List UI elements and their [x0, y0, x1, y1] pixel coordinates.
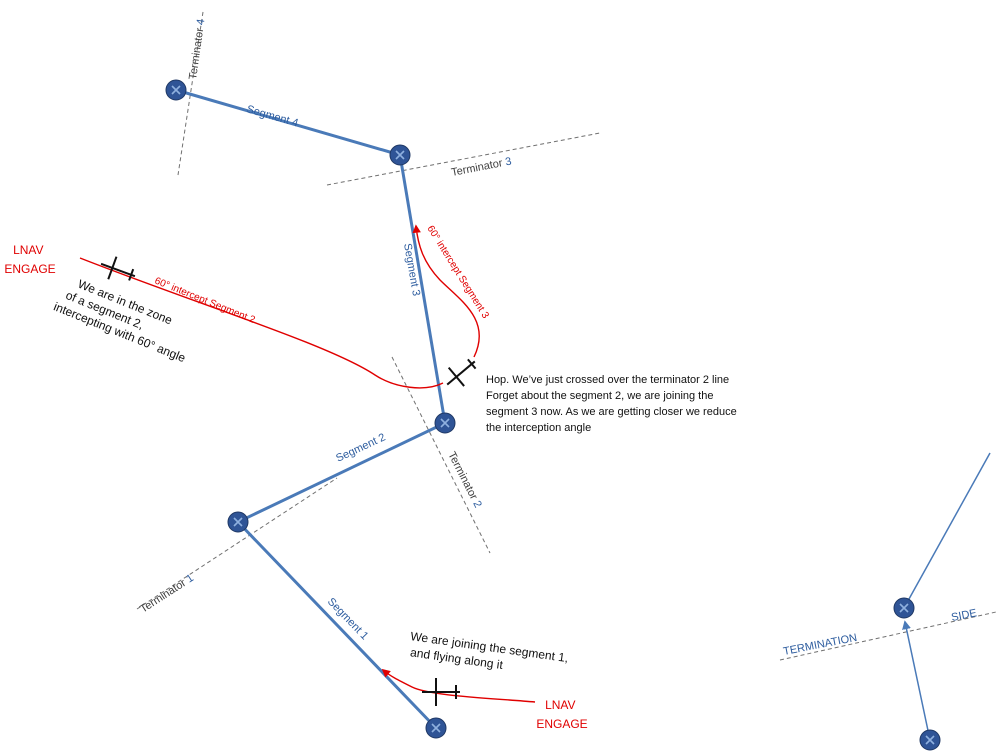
inset-leg-line	[903, 452, 991, 609]
inset-waypoint-bottom	[919, 729, 941, 751]
segment-3-line	[398, 153, 447, 425]
inset-termination-label: TERMINATION	[782, 632, 858, 658]
terminator-3-line	[326, 132, 601, 186]
flight-plan-path	[174, 88, 447, 730]
segment-4-label: Segment 4	[245, 103, 299, 129]
lnav-engage-bottom: LNAV ENGAGE	[536, 698, 587, 731]
terminator-2-label: Terminator 2	[445, 450, 483, 510]
terminator-lines	[136, 11, 996, 661]
join-note: We are joining the segment 1, and flying…	[407, 629, 572, 681]
segment-1-line	[236, 520, 438, 730]
lnav-engage-top: LNAV ENGAGE	[4, 243, 55, 276]
terminator-4-label: Terminator 4	[187, 18, 207, 80]
waypoint-1	[165, 79, 187, 101]
segment-4-line	[174, 88, 402, 157]
terminator-1-line	[136, 477, 338, 610]
intercept-seg3-path	[412, 224, 480, 358]
terminator-1-label: Terminator 1	[138, 572, 196, 615]
segment-2-line	[236, 421, 447, 524]
aircraft-bottom	[422, 678, 460, 706]
inset-side-label: SIDE	[950, 607, 978, 624]
inset-inbound-arrow	[902, 620, 931, 741]
inset-waypoint-top	[893, 597, 915, 619]
inset-termination-line	[779, 611, 996, 661]
inset-path	[902, 452, 991, 741]
waypoint-2	[389, 144, 411, 166]
waypoint-4	[227, 511, 249, 533]
aircraft-top-left	[100, 256, 136, 281]
segment-2-label: Segment 2	[334, 431, 387, 464]
intercept-seg2-path	[79, 257, 444, 389]
waypoint-5	[425, 717, 447, 739]
intercept-seg3-label: 60° intercept Segment 3	[424, 224, 490, 321]
waypoint-3	[434, 412, 456, 434]
terminator-2-line	[391, 356, 491, 554]
intercept-paths	[79, 224, 536, 703]
aircraft-crossing	[446, 358, 477, 387]
hop-note: Hop. We’ve just crossed over the termina…	[486, 374, 740, 434]
intercept-seg1-path	[381, 668, 536, 703]
terminator-3-label: Terminator 3	[450, 155, 512, 178]
